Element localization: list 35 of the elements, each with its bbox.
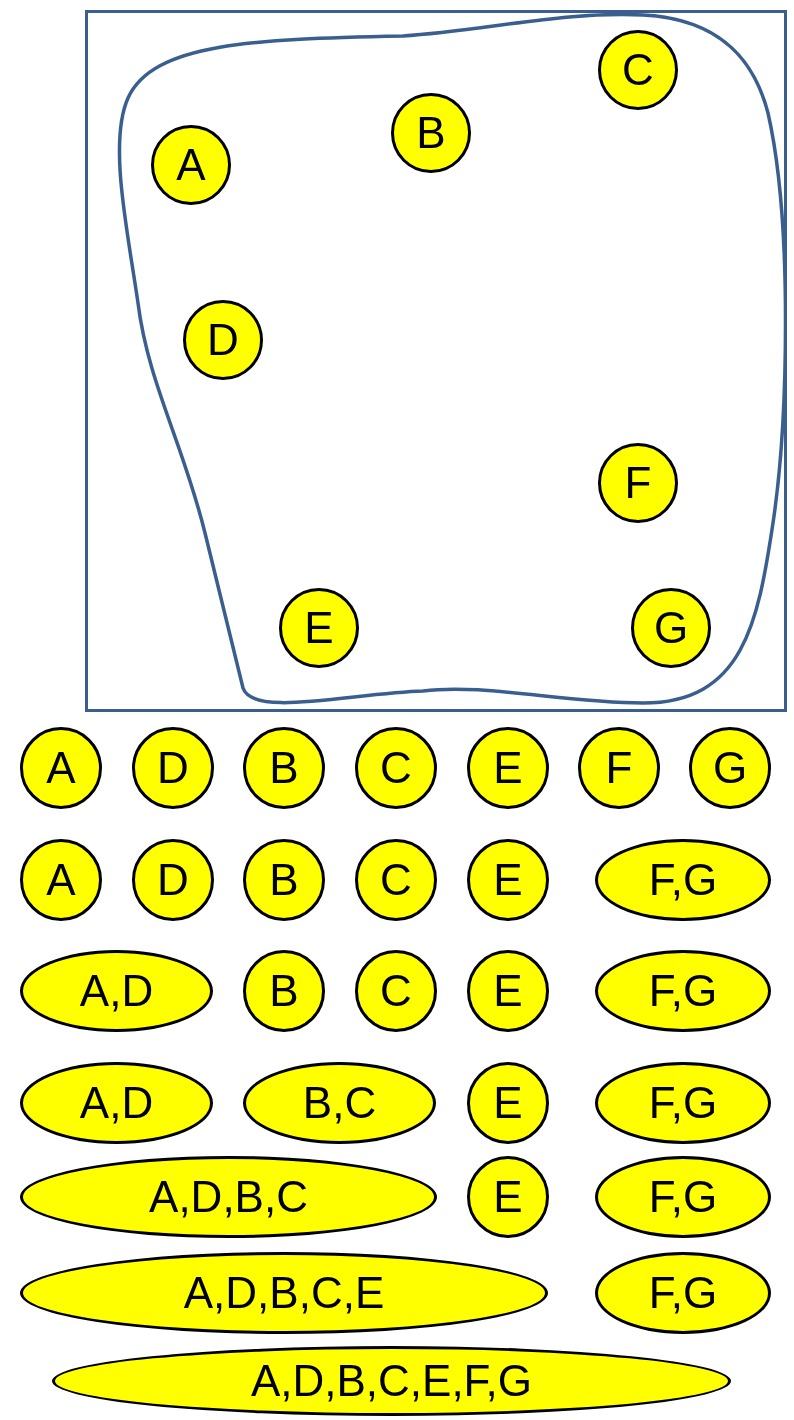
- ellipse-node: A,D: [20, 1062, 213, 1144]
- circle-node: G: [689, 727, 771, 809]
- circle-node: E: [467, 1156, 549, 1238]
- circle-node: E: [467, 839, 549, 921]
- circle-node: E: [467, 727, 549, 809]
- circle-node: F: [598, 443, 678, 523]
- circle-node: E: [467, 1062, 549, 1144]
- circle-node: G: [631, 588, 711, 668]
- ellipse-node: F,G: [595, 1252, 771, 1334]
- circle-node: D: [132, 727, 214, 809]
- ellipse-node: F,G: [595, 839, 771, 921]
- circle-node: E: [467, 950, 549, 1032]
- circle-node: C: [355, 950, 437, 1032]
- circle-node: B: [243, 839, 325, 921]
- ellipse-node: F,G: [595, 1062, 771, 1144]
- ellipse-node: A,D,B,C,E,F,G: [52, 1346, 731, 1416]
- ellipse-node: F,G: [595, 950, 771, 1032]
- ellipse-node: B,C: [243, 1062, 436, 1144]
- circle-node: F: [578, 727, 660, 809]
- circle-node: C: [355, 727, 437, 809]
- circle-node: E: [279, 588, 359, 668]
- ellipse-node: A,D,B,C: [20, 1156, 437, 1238]
- ellipse-node: A,D: [20, 950, 213, 1032]
- circle-node: D: [132, 839, 214, 921]
- circle-node: A: [20, 727, 102, 809]
- circle-node: C: [355, 839, 437, 921]
- circle-node: C: [598, 30, 678, 110]
- circle-node: B: [391, 93, 471, 173]
- circle-node: D: [183, 300, 263, 380]
- circle-node: A: [151, 125, 231, 205]
- ellipse-node: A,D,B,C,E: [20, 1252, 548, 1334]
- circle-node: B: [243, 727, 325, 809]
- circle-node: A: [20, 839, 102, 921]
- circle-node: B: [243, 950, 325, 1032]
- ellipse-node: F,G: [595, 1156, 771, 1238]
